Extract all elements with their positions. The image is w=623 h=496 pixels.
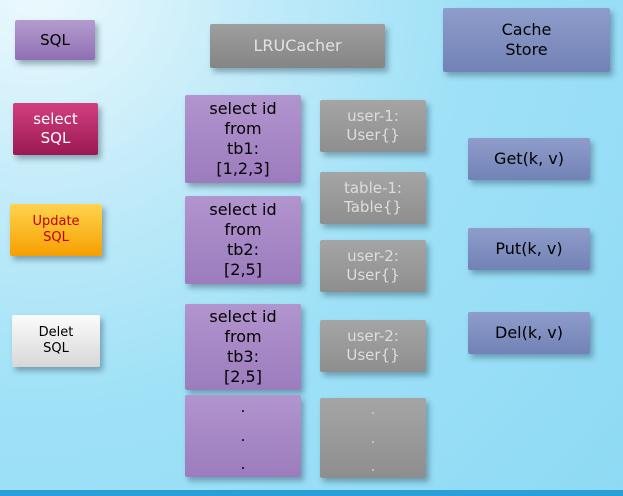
query-box-tb1: select id from tb1: [1,2,3] bbox=[185, 95, 301, 183]
result-box-table-1: table-1: Table{} bbox=[320, 172, 426, 224]
query-box-ellipsis: . . . bbox=[185, 395, 301, 477]
sql-box: SQL bbox=[15, 20, 95, 60]
cache-store-box: Cache Store bbox=[443, 8, 610, 72]
result-box-user-2b: user-2: User{} bbox=[320, 320, 426, 372]
result-box-user-1: user-1: User{} bbox=[320, 100, 426, 152]
operation-del-box: Del(k, v) bbox=[468, 312, 590, 354]
delete-sql-box: Delet SQL bbox=[12, 315, 100, 367]
operation-put-box: Put(k, v) bbox=[468, 228, 590, 270]
result-box-user-2: user-2: User{} bbox=[320, 240, 426, 292]
lrucacher-header: LRUCacher bbox=[210, 24, 385, 68]
query-box-tb3: select id from tb3: [2,5] bbox=[185, 304, 301, 390]
operation-get-box: Get(k, v) bbox=[468, 138, 590, 180]
result-box-ellipsis: . . . bbox=[320, 398, 426, 478]
query-box-tb2: select id from tb2: [2,5] bbox=[185, 196, 301, 284]
window-bottom-edge bbox=[0, 490, 623, 496]
update-sql-box: Update SQL bbox=[10, 204, 102, 256]
select-sql-box: select SQL bbox=[13, 103, 98, 155]
